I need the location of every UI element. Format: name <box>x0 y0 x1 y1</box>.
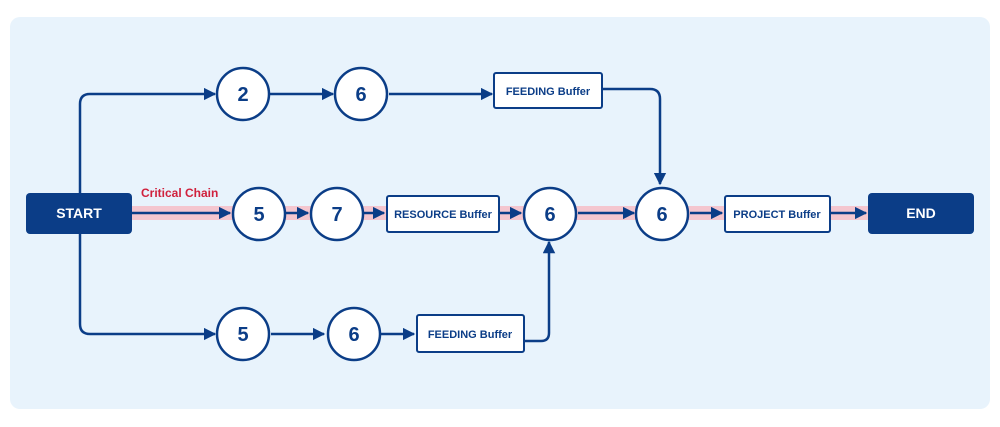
critical-chain-label: Critical Chain <box>141 186 218 200</box>
buffer-label: FEEDING Buffer <box>428 329 513 341</box>
task-node-bottom-1: 5 <box>215 306 271 362</box>
task-node-top-2: 6 <box>333 66 389 122</box>
edge-bottom-feeding-buffer-to-crit-6a <box>524 240 556 343</box>
task-duration: 2 <box>237 84 248 106</box>
task-duration: 6 <box>348 324 359 346</box>
start-node: START <box>26 193 132 234</box>
feeding-buffer-top: FEEDING Buffer <box>493 72 603 109</box>
start-label: START <box>56 205 102 221</box>
task-node-critical-2: 7 <box>309 186 365 242</box>
project-buffer: PROJECT Buffer <box>724 195 831 233</box>
task-duration: 5 <box>253 204 264 226</box>
task-node-critical-4: 6 <box>634 186 690 242</box>
resource-buffer: RESOURCE Buffer <box>386 195 500 233</box>
task-node-critical-3: 6 <box>522 186 578 242</box>
end-node: END <box>868 193 974 234</box>
task-duration: 6 <box>656 204 667 226</box>
buffer-label: RESOURCE Buffer <box>394 209 493 221</box>
end-label: END <box>906 205 936 221</box>
edge-top-feeding-buffer-to-merge-6 <box>602 87 667 186</box>
task-duration: 6 <box>355 84 366 106</box>
buffer-label: PROJECT Buffer <box>733 209 821 221</box>
task-duration: 6 <box>544 204 555 226</box>
task-node-top-1: 2 <box>215 66 271 122</box>
task-node-critical-1: 5 <box>231 186 287 242</box>
edges <box>78 87 868 343</box>
feeding-buffer-bottom: FEEDING Buffer <box>416 314 525 353</box>
buffer-label: FEEDING Buffer <box>506 86 591 98</box>
task-node-bottom-2: 6 <box>326 306 382 362</box>
edge-start-to-top-2 <box>78 87 217 193</box>
edge-start-to-bottom-5 <box>78 234 217 341</box>
task-duration: 5 <box>237 324 248 346</box>
task-duration: 7 <box>331 204 342 226</box>
